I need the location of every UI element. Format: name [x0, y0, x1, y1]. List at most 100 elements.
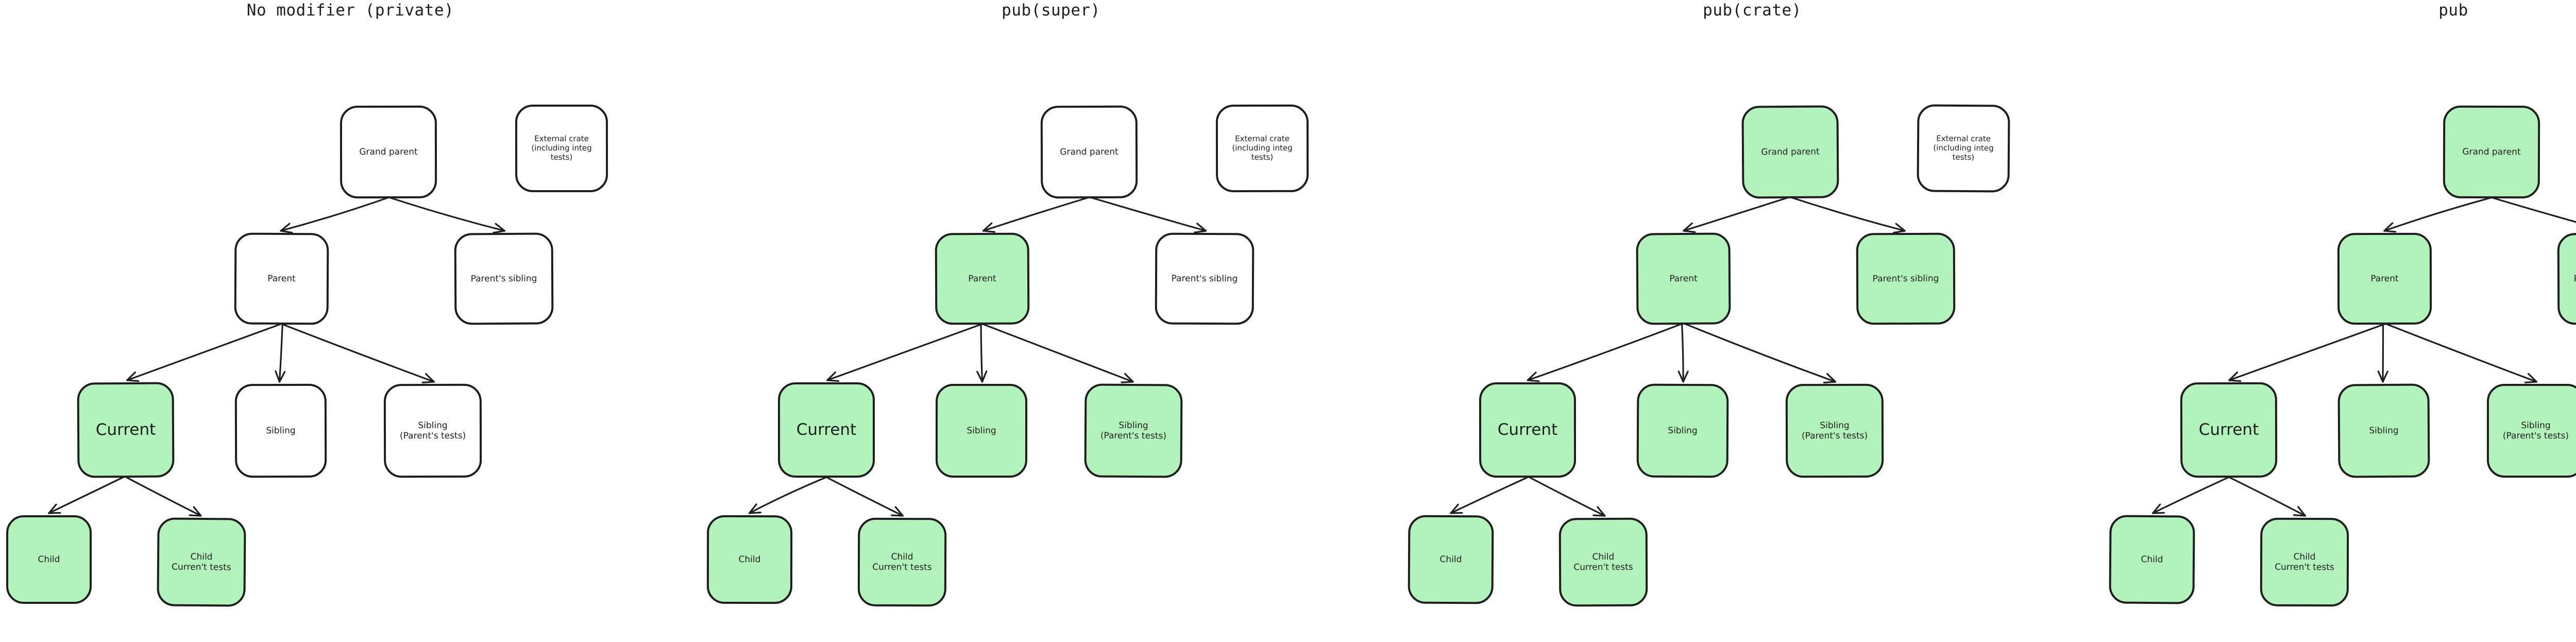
panel-title-pub: pub — [2438, 1, 2468, 20]
node-grand-parent[interactable]: Grand parent — [340, 105, 437, 199]
arrowhead-child — [1450, 503, 1463, 514]
node-label-child: Child — [738, 554, 761, 565]
node-label-current: Current — [1497, 420, 1558, 440]
node-parents-sibling[interactable]: Parent's sibling — [454, 232, 554, 325]
node-sibling[interactable]: Sibling — [2337, 383, 2430, 478]
node-child[interactable]: Child — [2109, 515, 2195, 604]
arrowhead-child — [2151, 503, 2165, 514]
nodes-layer: Grand parent External crate (including in… — [0, 0, 701, 642]
node-label-grand-parent: Grand parent — [1060, 146, 1118, 158]
node-label-external-crate: External crate (including integ tests) — [1933, 134, 1994, 162]
panel-title-pub-super: pub(super) — [1002, 1, 1100, 20]
node-sibling[interactable]: Sibling — [1636, 383, 1729, 478]
nodes-layer: Grand parent External crate (including in… — [1402, 0, 2103, 642]
node-child[interactable]: Child — [706, 515, 793, 604]
node-label-current: Current — [95, 420, 156, 440]
node-grand-parent[interactable]: Grand parent — [1040, 105, 1138, 199]
node-external-crate[interactable]: External crate (including integ tests) — [1917, 104, 2010, 193]
arrowhead-sibling — [1677, 370, 1689, 383]
edge-current-to-child-currents-tests — [824, 476, 904, 517]
edge-parent-to-sibling-parents-tests — [1683, 323, 1837, 383]
node-label-parents-sibling: Parent's sibling — [2573, 273, 2576, 284]
node-parent[interactable]: Parent — [935, 232, 1030, 325]
arrowhead-current — [1527, 371, 1540, 382]
node-external-crate[interactable]: External crate (including integ tests) — [1215, 104, 1309, 193]
node-parent[interactable]: Parent — [2337, 232, 2432, 325]
edge-parent-to-current — [126, 323, 283, 381]
arrowhead-parents-sibling — [1194, 223, 1207, 233]
node-child-currents-tests[interactable]: Child Curren't tests — [857, 517, 947, 607]
panel-title-pub-crate: pub(crate) — [1703, 1, 1802, 20]
arrowhead-sibling-parents-tests — [1121, 373, 1134, 383]
node-label-grand-parent: Grand parent — [2462, 146, 2521, 158]
node-current[interactable]: Current — [1479, 382, 1577, 478]
nodes-layer: Grand parent External crate (including in… — [701, 0, 1401, 642]
arrowhead-sibling-parents-tests — [1823, 373, 1837, 384]
arrowhead-sibling — [976, 370, 988, 383]
node-label-parent: Parent — [1669, 273, 1698, 284]
node-child-currents-tests[interactable]: Child Curren't tests — [157, 517, 246, 607]
node-sibling-parents-tests[interactable]: Sibling (Parent's tests) — [383, 383, 482, 478]
node-parents-sibling[interactable]: Parent's sibling — [1155, 232, 1255, 325]
edge-grand-parent-to-parents-sibling — [388, 196, 505, 232]
node-child[interactable]: Child — [1408, 515, 1494, 604]
node-child-currents-tests[interactable]: Child Curren't tests — [1558, 517, 1648, 607]
node-sibling-parents-tests[interactable]: Sibling (Parent's tests) — [1785, 383, 1884, 478]
node-child[interactable]: Child — [6, 515, 92, 604]
node-sibling-parents-tests[interactable]: Sibling (Parent's tests) — [1084, 383, 1183, 478]
node-current[interactable]: Current — [77, 382, 175, 478]
edge-current-to-child-currents-tests — [124, 476, 202, 517]
edge-current-to-child-currents-tests — [1527, 476, 1606, 517]
edge-current-to-child-currents-tests — [2227, 476, 2306, 517]
node-parent[interactable]: Parent — [1636, 232, 1731, 325]
edge-parent-to-current — [2228, 323, 2387, 381]
edge-grand-parent-to-parent — [1683, 196, 1790, 232]
node-label-sibling-parents-tests: Sibling (Parent's tests) — [1801, 420, 1868, 442]
node-label-parents-sibling: Parent's sibling — [1872, 273, 1939, 284]
node-label-sibling: Sibling — [967, 425, 996, 436]
node-label-grand-parent: Grand parent — [1761, 146, 1820, 158]
edge-parent-to-sibling-parents-tests — [280, 323, 435, 383]
node-sibling-parents-tests[interactable]: Sibling (Parent's tests) — [2486, 383, 2576, 478]
node-label-sibling-parents-tests: Sibling (Parent's tests) — [2502, 420, 2569, 442]
edge-parent-to-sibling-parents-tests — [2384, 323, 2537, 383]
arrowhead-child-currents-tests — [890, 506, 904, 517]
edge-current-to-child — [1450, 476, 1530, 514]
arrowhead-sibling-parents-tests — [2524, 373, 2537, 383]
panel-title-no-modifier: No modifier (private) — [246, 1, 454, 20]
node-grand-parent[interactable]: Grand parent — [2443, 105, 2540, 199]
node-child-currents-tests[interactable]: Child Curren't tests — [2260, 517, 2349, 607]
node-parents-sibling[interactable]: Parent's sibling — [2557, 232, 2576, 325]
node-parents-sibling[interactable]: Parent's sibling — [1856, 232, 1956, 325]
arrowhead-current — [126, 371, 140, 382]
edge-current-to-child — [48, 476, 126, 514]
arrowhead-child-currents-tests — [189, 506, 202, 517]
node-label-child-currents-tests: Child Curren't tests — [872, 551, 932, 573]
edge-parent-to-sibling — [278, 323, 283, 383]
node-parent[interactable]: Parent — [234, 232, 329, 325]
arrowhead-child-currents-tests — [1592, 506, 1606, 517]
edge-grand-parent-to-parents-sibling — [1790, 196, 1906, 232]
node-current[interactable]: Current — [777, 382, 875, 478]
arrowhead-parents-sibling — [1893, 223, 1906, 234]
arrowhead-sibling — [2377, 370, 2388, 383]
edge-grand-parent-to-parents-sibling — [2490, 196, 2576, 223]
node-label-sibling: Sibling — [1668, 425, 1698, 436]
arrowhead-child — [48, 503, 61, 514]
edge-current-to-child — [2151, 476, 2231, 514]
panel-pub-crate: pub(crate) Grand parent External crate (in… — [1402, 0, 2103, 642]
node-label-sibling: Sibling — [266, 425, 296, 436]
edge-current-to-child — [748, 476, 829, 514]
node-sibling[interactable]: Sibling — [234, 383, 327, 478]
node-sibling[interactable]: Sibling — [935, 383, 1028, 478]
node-current[interactable]: Current — [2180, 382, 2278, 478]
arrowhead-parent — [1683, 222, 1696, 233]
node-grand-parent[interactable]: Grand parent — [1741, 105, 1839, 199]
node-label-child-currents-tests: Child Curren't tests — [172, 551, 231, 573]
edge-parent-to-sibling — [980, 323, 984, 383]
node-label-current: Current — [796, 420, 857, 440]
node-external-crate[interactable]: External crate (including integ tests) — [515, 104, 608, 193]
node-label-child-currents-tests: Child Curren't tests — [1573, 551, 1633, 573]
